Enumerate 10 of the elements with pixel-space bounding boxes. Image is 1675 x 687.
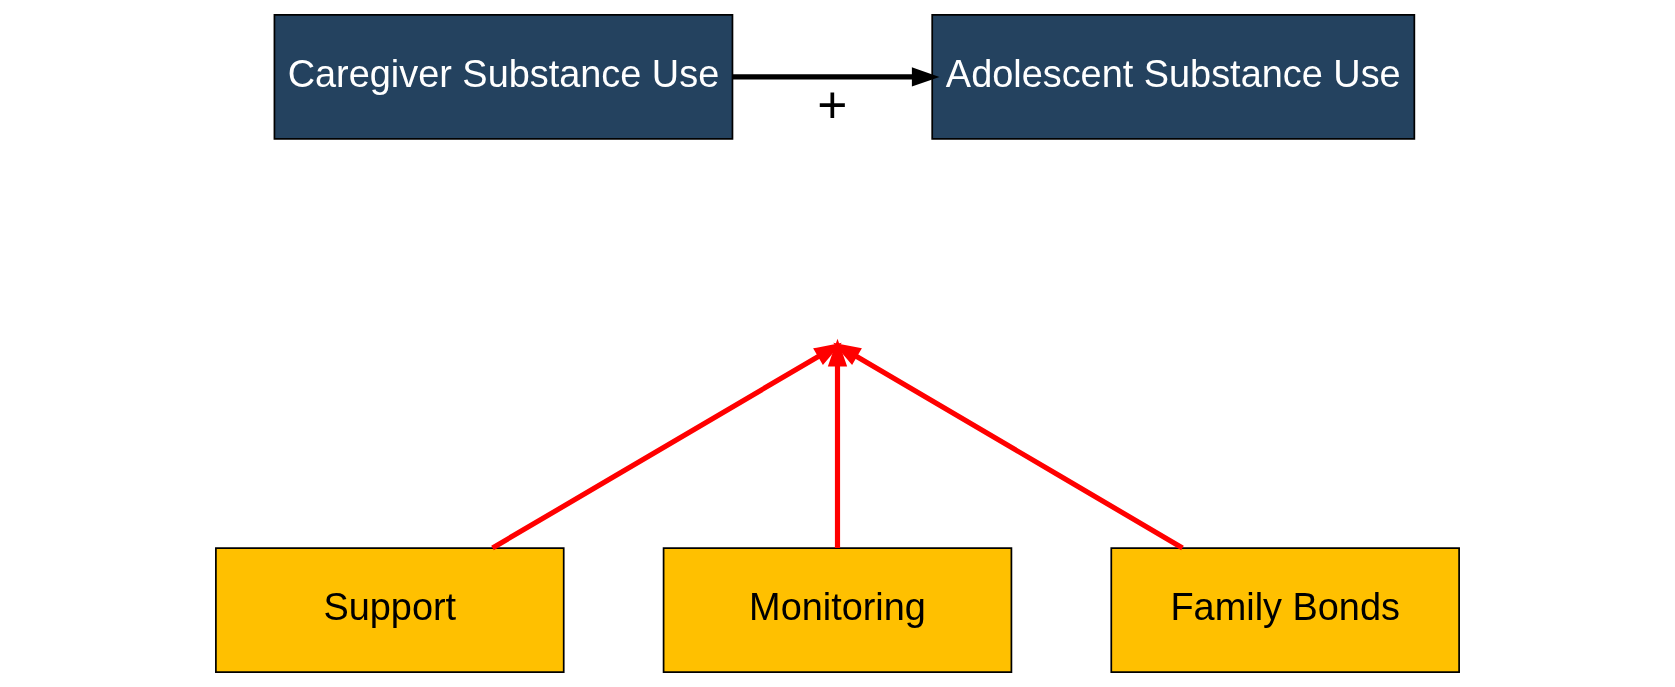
node-box: Support xyxy=(215,547,565,673)
arrow xyxy=(833,342,1184,551)
arrow xyxy=(732,67,940,87)
node-box: Monitoring xyxy=(662,547,1013,673)
arrow xyxy=(491,342,842,551)
node-box: Family Bonds xyxy=(1110,547,1460,673)
arrow xyxy=(813,338,862,548)
node-box: Adolescent Substance Use xyxy=(931,14,1416,140)
node-box: Caregiver Substance Use xyxy=(273,14,734,140)
edge-label: + xyxy=(817,76,848,135)
